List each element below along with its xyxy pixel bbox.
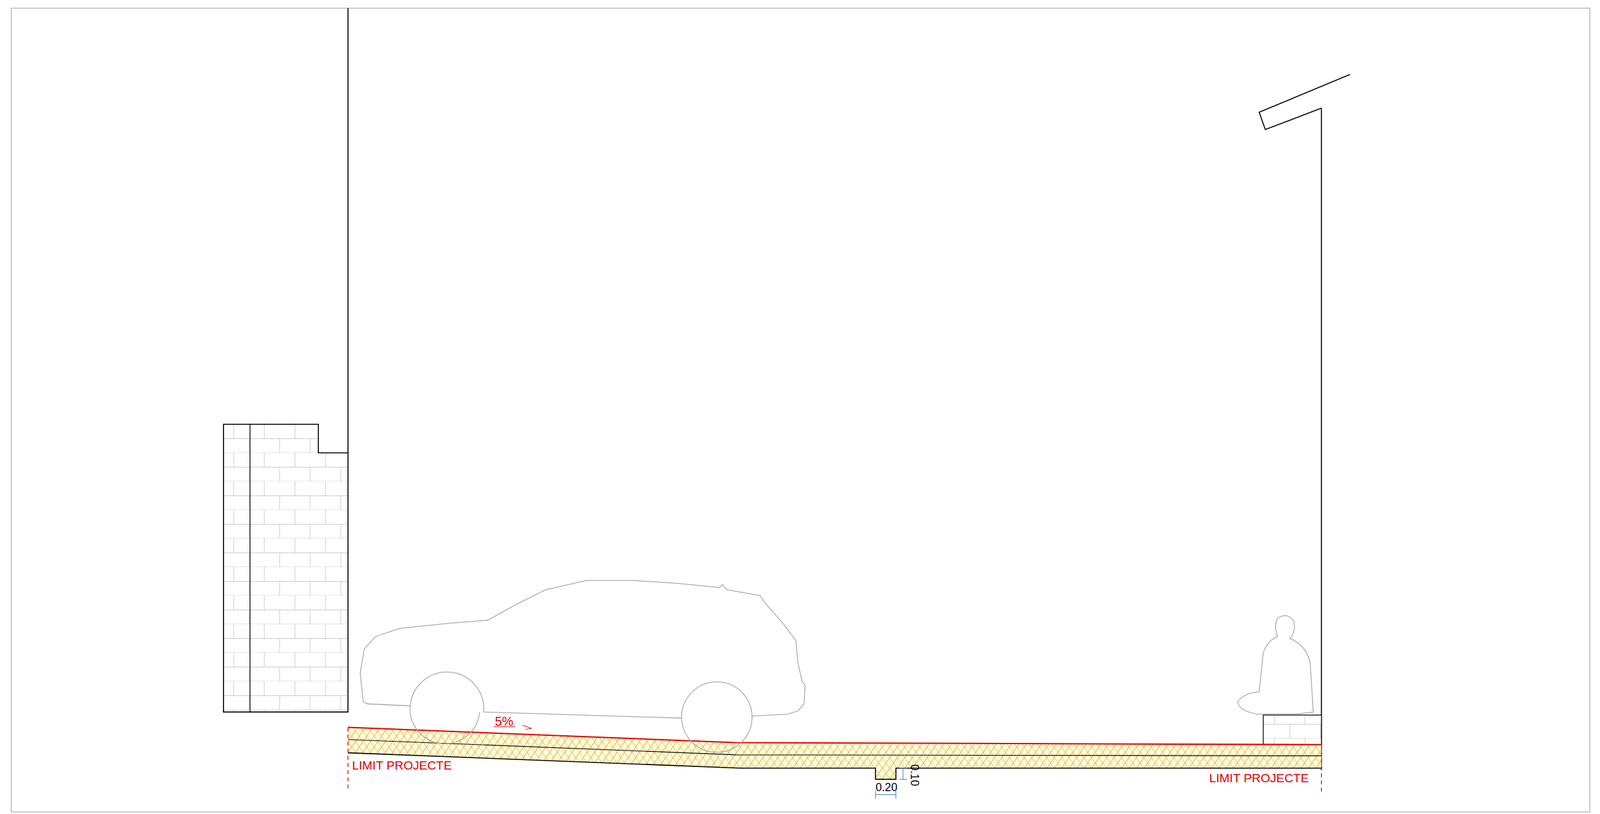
dimension-label: 0.20	[875, 782, 897, 794]
dimension-label: 0.10	[908, 764, 921, 787]
slope-label: 5%	[494, 715, 514, 728]
limit-label: LIMIT PROJECTE	[1209, 772, 1310, 785]
limit-label: LIMIT PROJECTE	[351, 759, 452, 772]
